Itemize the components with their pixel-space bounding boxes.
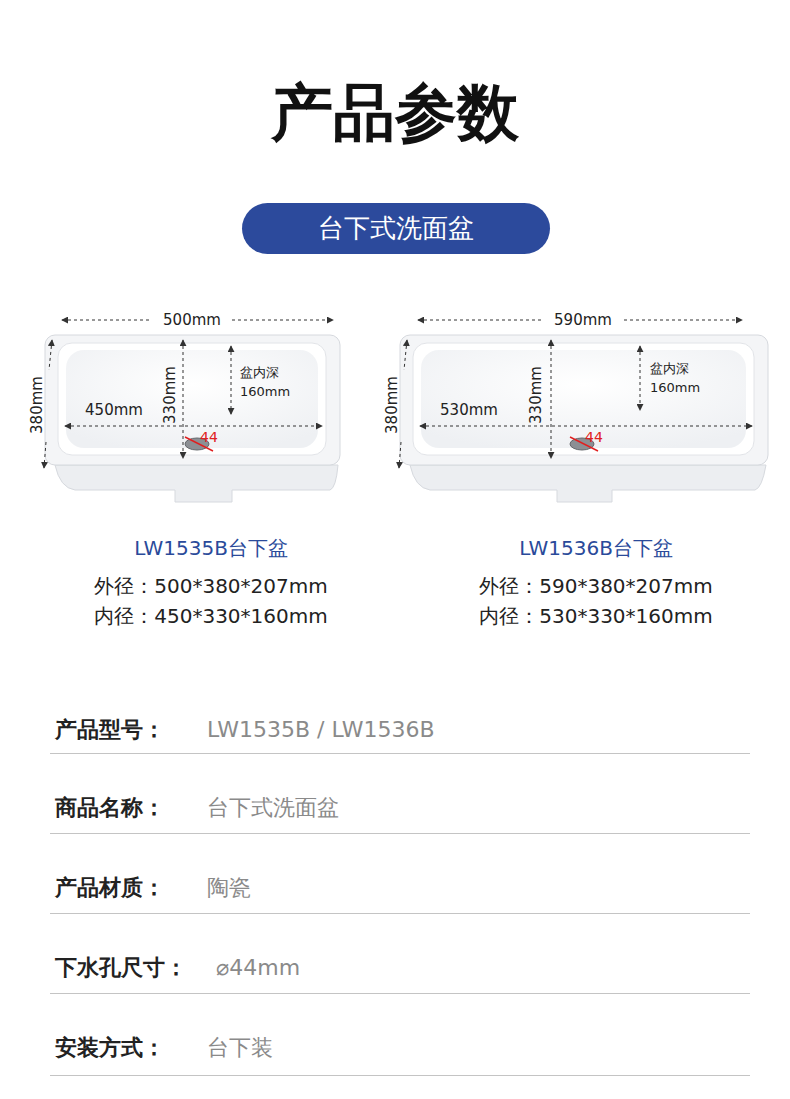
param-key: 商品名称： [55, 795, 165, 821]
dimension-label: 530mm [440, 401, 498, 419]
pill-text: 台下式洗面盆 [318, 211, 474, 246]
depth-label: 盆内深 160mm [650, 360, 712, 398]
spec-text: 外径：500*380*207mm [94, 574, 328, 598]
spec-text: 外径：590*380*207mm [479, 574, 713, 598]
spec-text: 内径：450*330*160mm [94, 604, 328, 628]
depth-label: 盆内深 160mm [240, 364, 302, 402]
dimension-label: 590mm [554, 311, 612, 329]
param-value: 陶瓷 [207, 875, 251, 901]
dimension-label: 500mm [163, 311, 221, 329]
param-key: 安装方式： [55, 1035, 165, 1061]
drain-size: 44 [585, 429, 603, 446]
sink-left [45, 335, 340, 502]
dimension-label: 380mm [383, 376, 401, 434]
param-key: 下水孔尺寸： [55, 955, 187, 981]
model-name: LW1535B台下盆 [134, 536, 288, 560]
dimension-label: 380mm [28, 376, 46, 434]
param-value: 台下装 [207, 1035, 273, 1061]
spec-text: 内径：530*330*160mm [479, 604, 713, 628]
page-title: 产品参数 [271, 76, 519, 150]
dimension-label: 450mm [85, 401, 143, 419]
dimension-label: 330mm [161, 366, 179, 424]
category-pill: 台下式洗面盆 [242, 203, 550, 254]
dimension-lines [44, 320, 333, 468]
param-key: 产品材质： [55, 875, 165, 901]
param-value: 台下式洗面盆 [207, 795, 339, 821]
model-name: LW1536B台下盆 [519, 536, 673, 560]
drain-size: 44 [200, 429, 218, 446]
param-key: 产品型号： [55, 717, 165, 743]
param-value: LW1535B / LW1536B [207, 717, 435, 743]
dimension-label: 330mm [527, 366, 545, 424]
sink-right [400, 335, 768, 502]
table-rules [50, 754, 750, 1076]
param-value: ⌀44mm [216, 955, 300, 981]
dimension-lines [399, 320, 752, 468]
